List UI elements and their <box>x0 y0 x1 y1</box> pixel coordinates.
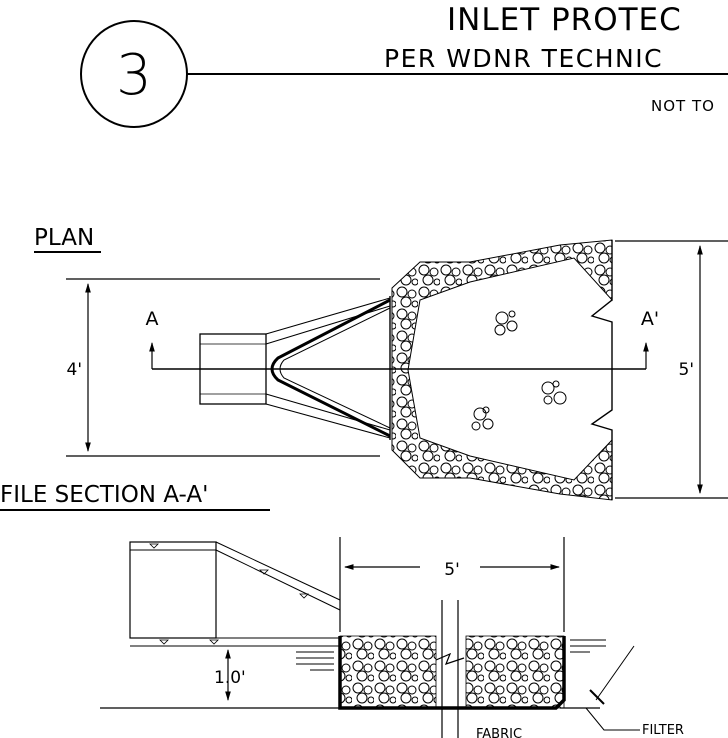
plan-width-right: 5' <box>679 360 695 380</box>
section-label-left: A <box>146 308 159 330</box>
filter-fabric-line <box>338 636 566 710</box>
profile-width: 5' <box>444 560 460 580</box>
detail-subtitle: PER WDNR TECHNIC <box>384 44 663 73</box>
scale-note: NOT TO <box>651 97 715 115</box>
fabric-label: FABRIC <box>476 727 522 738</box>
detail-title: INLET PROTEC <box>447 2 682 38</box>
earth-hatch <box>296 639 606 671</box>
profile-heading: FILE SECTION A-A' <box>0 482 208 508</box>
culvert-pipe-profile <box>129 541 217 639</box>
filter-label: FILTER <box>642 723 684 738</box>
apron-slope <box>215 541 341 611</box>
profile-depth: 1.0' <box>214 668 246 688</box>
section-label-right: A' <box>641 308 659 330</box>
stone-filter-profile <box>339 635 565 709</box>
apron-flare <box>265 297 391 439</box>
stone-cluster <box>471 310 567 431</box>
plan-width-left: 4' <box>67 360 83 380</box>
filter-leader <box>585 707 640 731</box>
detail-number: 3 <box>116 43 152 108</box>
plan-heading: PLAN <box>34 225 94 251</box>
break-lines-profile <box>435 600 465 738</box>
stone-filter-plan <box>391 239 613 501</box>
apron-v-line <box>270 298 391 438</box>
